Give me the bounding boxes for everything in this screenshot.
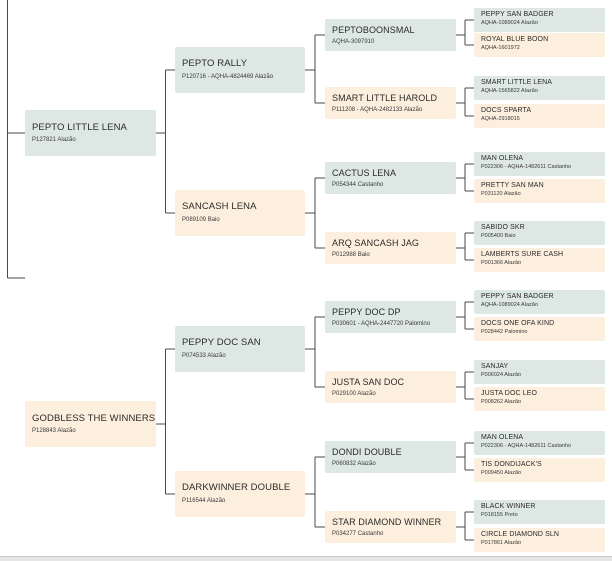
horse-card-ddds[interactable]: BLACK WINNER P018155 Preto [474, 500, 605, 524]
horse-registration-info: P054344 Castanho [332, 182, 384, 188]
horse-name: SANJAY [481, 363, 509, 370]
horse-name: MAN OLENA [481, 155, 524, 162]
horse-card-dssd[interactable]: DOCS ONE OFA KIND P028442 Palomino [474, 317, 605, 341]
horse-card-sdsd[interactable]: PRETTY SAN MAN P031120 Alazão [474, 179, 605, 203]
horse-registration-info: P017861 Alazão [481, 540, 522, 546]
horse-card-dds[interactable]: DONDI DOUBLE P060832 Alazão [325, 441, 456, 473]
horse-registration-info: P001366 Alazão [481, 260, 522, 266]
horse-name: CACTUS LENA [332, 168, 397, 178]
horse-registration-info: P128843 Alazão [32, 428, 76, 434]
horse-card-sss[interactable]: PEPTOBOONSMAL AQHA-3097910 [325, 19, 456, 51]
horse-card-ddsd[interactable]: TIS DONDIJACK'S P009450 Alazão [474, 458, 605, 482]
horse-registration-info: P009450 Alazão [481, 470, 522, 476]
horse-card-sdd[interactable]: ARQ SANCASH JAG P012988 Baio [325, 232, 456, 264]
horse-card-sssd[interactable]: ROYAL BLUE BOON AQHA-1601972 [474, 33, 605, 57]
horse-name: DOCS ONE OFA KIND [481, 320, 555, 327]
horse-name: PRETTY SAN MAN [481, 182, 544, 189]
horse-card-s[interactable]: PEPTO LITTLE LENA P127821 Alazão [25, 110, 156, 156]
horse-name: TIS DONDIJACK'S [481, 461, 542, 468]
horse-card-ddd[interactable]: STAR DIAMOND WINNER P034277 Castanho [325, 511, 456, 543]
horse-card-dsss[interactable]: PEPPY SAN BADGER AQHA-1089024 Alazão [474, 290, 605, 314]
horse-registration-info: P116544 Alazão [182, 498, 226, 504]
horse-name: CIRCLE DIAMOND SLN [481, 531, 560, 538]
horse-registration-info: P031120 Alazão [481, 191, 521, 197]
horse-name: SANCASH LENA [182, 201, 257, 212]
horse-name: LAMBERTS SURE CASH [481, 251, 564, 258]
horse-name: SMART LITTLE LENA [481, 79, 553, 86]
horse-card-ssss[interactable]: PEPPY SAN BADGER AQHA-1089024 Alazão [474, 8, 605, 32]
horse-name: DARKWINNER DOUBLE [182, 482, 291, 493]
horse-card-ss[interactable]: PEPTO RALLY P120716 - AQHA-4824469 Alazão [175, 47, 305, 93]
horse-registration-info: AQHA-1089024 Alazão [481, 302, 538, 308]
horse-card-sds[interactable]: CACTUS LENA P054344 Castanho [325, 162, 456, 194]
horse-card-ds[interactable]: PEPPY DOC SAN P074533 Alazão [175, 326, 305, 372]
horse-card-dddd[interactable]: CIRCLE DIAMOND SLN P017861 Alazão [474, 528, 605, 552]
horse-registration-info: P120716 - AQHA-4824469 Alazão [182, 74, 274, 80]
horse-registration-info: P012988 Baio [332, 252, 370, 258]
horse-name: STAR DIAMOND WINNER [332, 517, 442, 527]
horse-registration-info: P060832 Alazão [332, 461, 376, 467]
horse-registration-info: P022306 - AQHA-1482611 Castanho [481, 164, 572, 170]
horse-name: ROYAL BLUE BOON [481, 36, 549, 43]
horse-registration-info: AQHA-1089024 Alazão [481, 20, 538, 26]
horse-name: PEPPY DOC DP [332, 307, 401, 317]
horse-registration-info: P008262 Alazão [481, 399, 522, 405]
horse-registration-info: AQHA-3097910 [332, 39, 375, 45]
horse-registration-info: P005400 Baio [481, 233, 516, 239]
horse-card-sdds[interactable]: SABIDO SKR P005400 Baio [474, 221, 605, 245]
horse-name: PEPPY DOC SAN [182, 337, 261, 348]
horse-name: JUSTA DOC LEO [481, 390, 538, 397]
horse-card-dsdd[interactable]: JUSTA DOC LEO P008262 Alazão [474, 387, 605, 411]
horse-card-dss[interactable]: PEPPY DOC DP P030601 - AQHA-2447720 Palom… [325, 301, 456, 333]
horse-registration-info: P022306 - AQHA-1482611 Castanho [481, 443, 572, 449]
horse-registration-info: AQHA-2918015 [481, 116, 520, 122]
horizontal-scrollbar[interactable] [0, 556, 612, 561]
horse-registration-info: P006024 Alazão [481, 372, 522, 378]
horse-name: ARQ SANCASH JAG [332, 238, 420, 248]
horse-name: MAN OLENA [481, 434, 524, 441]
horse-card-dsd[interactable]: JUSTA SAN DOC P029100 Alazão [325, 371, 456, 403]
horse-name: JUSTA SAN DOC [332, 377, 405, 387]
horse-name: SMART LITTLE HAROLD [332, 93, 438, 103]
horse-registration-info: P034277 Castanho [332, 531, 384, 537]
horse-card-d[interactable]: GODBLESS THE WINNERS P128843 Alazão [25, 401, 156, 447]
horse-registration-info: P028442 Palomino [481, 329, 528, 335]
horse-registration-info: P018155 Preto [481, 512, 518, 518]
horse-registration-info: P029100 Alazão [332, 391, 376, 397]
horse-card-sddd[interactable]: LAMBERTS SURE CASH P001366 Alazão [474, 248, 605, 272]
horse-registration-info: P111208 - AQHA-2482133 Alazão [332, 107, 423, 113]
horse-name: GODBLESS THE WINNERS [32, 413, 156, 424]
horse-name: PEPPY SAN BADGER [481, 293, 554, 300]
horse-card-sd[interactable]: SANCASH LENA P089109 Baio [175, 190, 305, 236]
horse-card-dd[interactable]: DARKWINNER DOUBLE P116544 Alazão [175, 471, 305, 517]
horse-card-ddss[interactable]: MAN OLENA P022306 - AQHA-1482611 Castanho [474, 431, 605, 455]
horse-name: PEPPY SAN BADGER [481, 11, 554, 18]
horse-name: DONDI DOUBLE [332, 447, 402, 457]
horse-registration-info: P030601 - AQHA-2447720 Palomino [332, 321, 431, 327]
horse-name: PEPTO RALLY [182, 58, 248, 69]
horse-name: DOCS SPARTA [481, 107, 532, 114]
horse-registration-info: P089109 Baio [182, 217, 220, 223]
horse-card-ssd[interactable]: SMART LITTLE HAROLD P111208 - AQHA-248213… [325, 87, 456, 119]
horse-card-ssdd[interactable]: DOCS SPARTA AQHA-2918015 [474, 104, 605, 128]
horse-name: PEPTOBOONSMAL [332, 25, 415, 35]
horse-name: BLACK WINNER [481, 503, 536, 510]
horse-registration-info: AQHA-1565822 Alazão [481, 88, 538, 94]
horse-registration-info: AQHA-1601972 [481, 45, 520, 51]
horse-registration-info: P074533 Alazão [182, 353, 226, 359]
horse-registration-info: P127821 Alazão [32, 137, 76, 143]
horse-card-dsds[interactable]: SANJAY P006024 Alazão [474, 360, 605, 384]
horse-name: PEPTO LITTLE LENA [32, 122, 127, 133]
horse-name: SABIDO SKR [481, 224, 525, 231]
horse-card-ssds[interactable]: SMART LITTLE LENA AQHA-1565822 Alazão [474, 76, 605, 100]
horse-card-sdss[interactable]: MAN OLENA P022306 - AQHA-1482611 Castanho [474, 152, 605, 176]
